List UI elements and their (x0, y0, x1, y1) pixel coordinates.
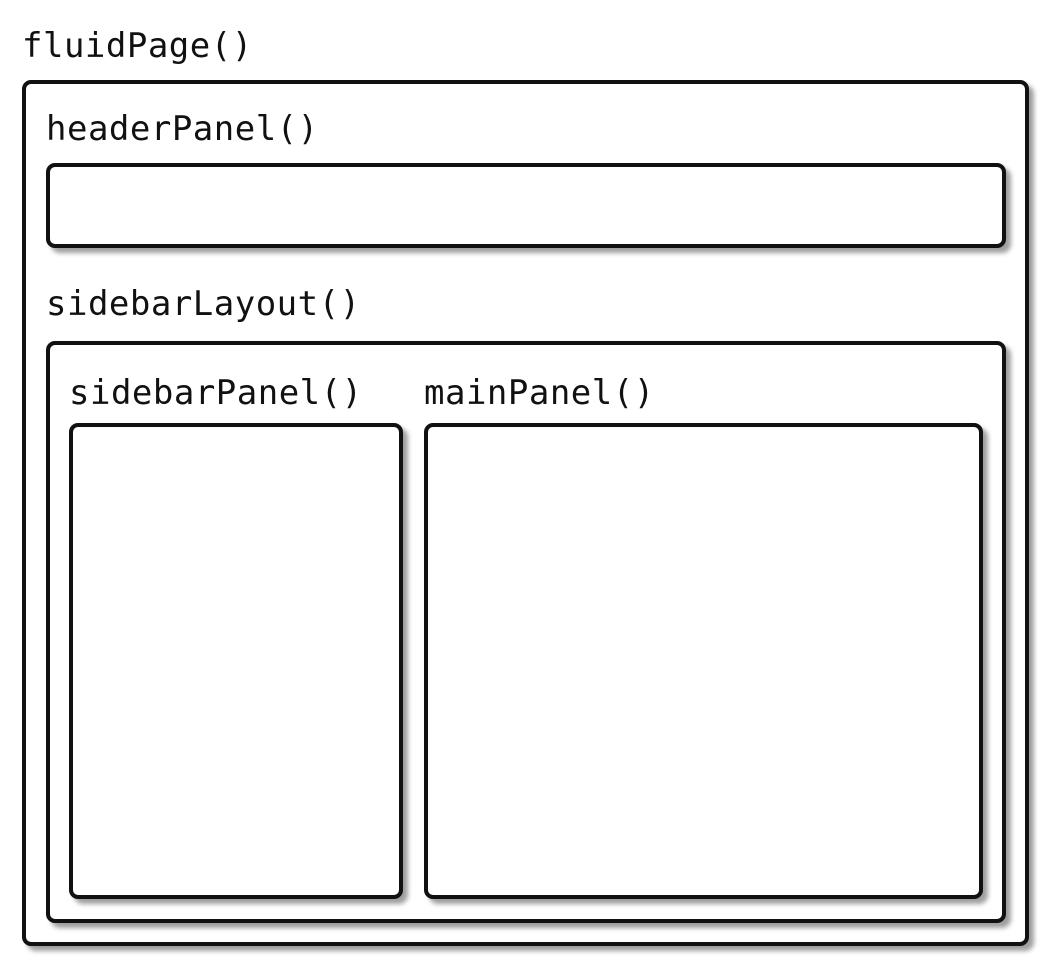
fluid-page-label: fluidPage() (22, 26, 253, 66)
header-panel-box (46, 163, 1006, 248)
sidebar-panel-label: sidebarPanel() (69, 373, 363, 413)
header-panel-label: headerPanel() (46, 109, 319, 149)
sidebar-panel-box (69, 423, 403, 899)
main-panel-box (424, 423, 983, 899)
main-panel-label: mainPanel() (424, 373, 655, 413)
sidebar-layout-label: sidebarLayout() (46, 284, 361, 324)
